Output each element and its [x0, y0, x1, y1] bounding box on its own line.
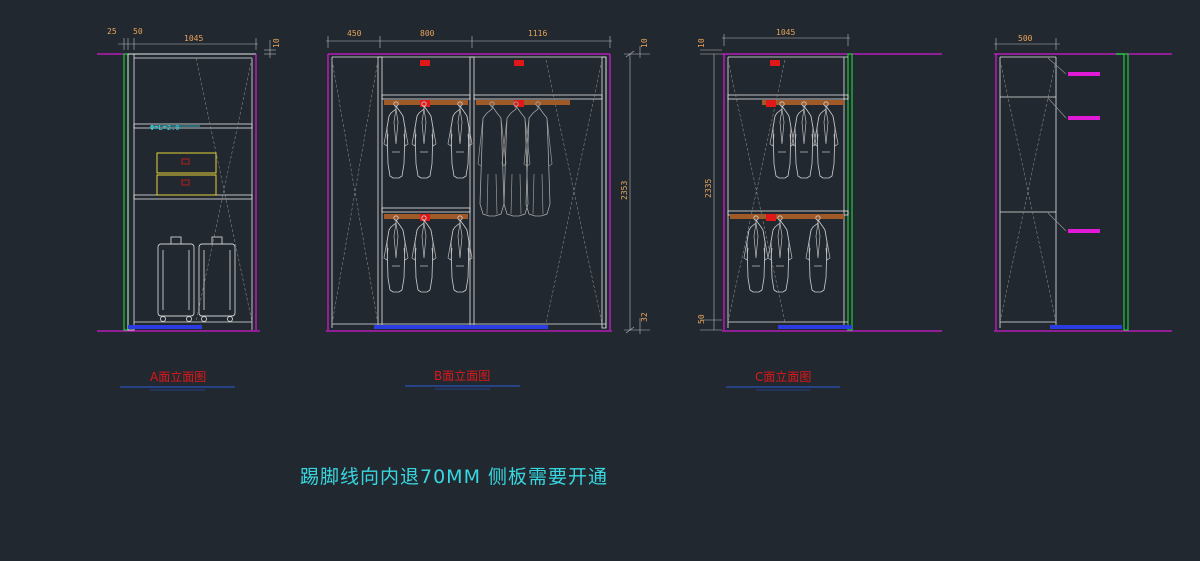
side-panel-green	[847, 53, 853, 331]
dim-b-800: 800	[420, 29, 435, 38]
dim-b-1116: 1116	[528, 29, 547, 38]
kick-plate	[778, 325, 852, 329]
elevation-d: 500	[994, 34, 1172, 332]
dim-c-height: 2335	[704, 179, 713, 198]
suitcases	[157, 236, 236, 322]
dim-c-bottom: 50	[697, 314, 706, 324]
hanging-rails	[384, 100, 570, 221]
dimensions-b	[326, 36, 650, 334]
title-c: C面立面图	[755, 369, 811, 384]
dim-b-450: 450	[347, 29, 362, 38]
elevation-b: 450 800 1116 10 2353 32 B面立面图	[326, 29, 650, 390]
elevation-c: 1045 10 2335 50 C面立面图	[697, 28, 942, 391]
kick-plate	[128, 325, 202, 329]
dim-c-width: 1045	[776, 28, 795, 37]
dim-b-bottom: 32	[640, 312, 649, 322]
dim-b-height: 2353	[620, 181, 629, 200]
kick-plate	[374, 325, 548, 329]
dim-a-25: 25	[107, 27, 117, 36]
dim-a-top: 10	[272, 38, 281, 48]
storage-boxes	[156, 152, 217, 196]
shelf-label: Φ=L=2.0	[150, 124, 180, 132]
dim-b-top: 10	[640, 38, 649, 48]
dim-c-top: 10	[697, 38, 706, 48]
dim-a-width: 1045	[184, 34, 203, 43]
title-a: A面立面图	[150, 369, 206, 384]
side-panel-green	[1123, 53, 1129, 331]
kick-plate	[1050, 325, 1122, 329]
side-panel-green	[123, 53, 129, 331]
dimensions-d	[994, 38, 1060, 50]
dimensions-a	[118, 38, 276, 58]
dimensions-c	[700, 34, 850, 331]
hanging-rails-side	[1047, 57, 1100, 233]
dim-a-50: 50	[133, 27, 143, 36]
garments-b	[383, 101, 553, 293]
elevation-a: Φ=L=2.0 25 50 1045 10 A面立面图	[97, 27, 281, 391]
dim-d-width: 500	[1018, 34, 1033, 43]
construction-note: 踢脚线向内退70MM 侧板需要开通	[300, 466, 609, 488]
garments-c	[743, 101, 839, 293]
title-b: B面立面图	[434, 368, 490, 383]
